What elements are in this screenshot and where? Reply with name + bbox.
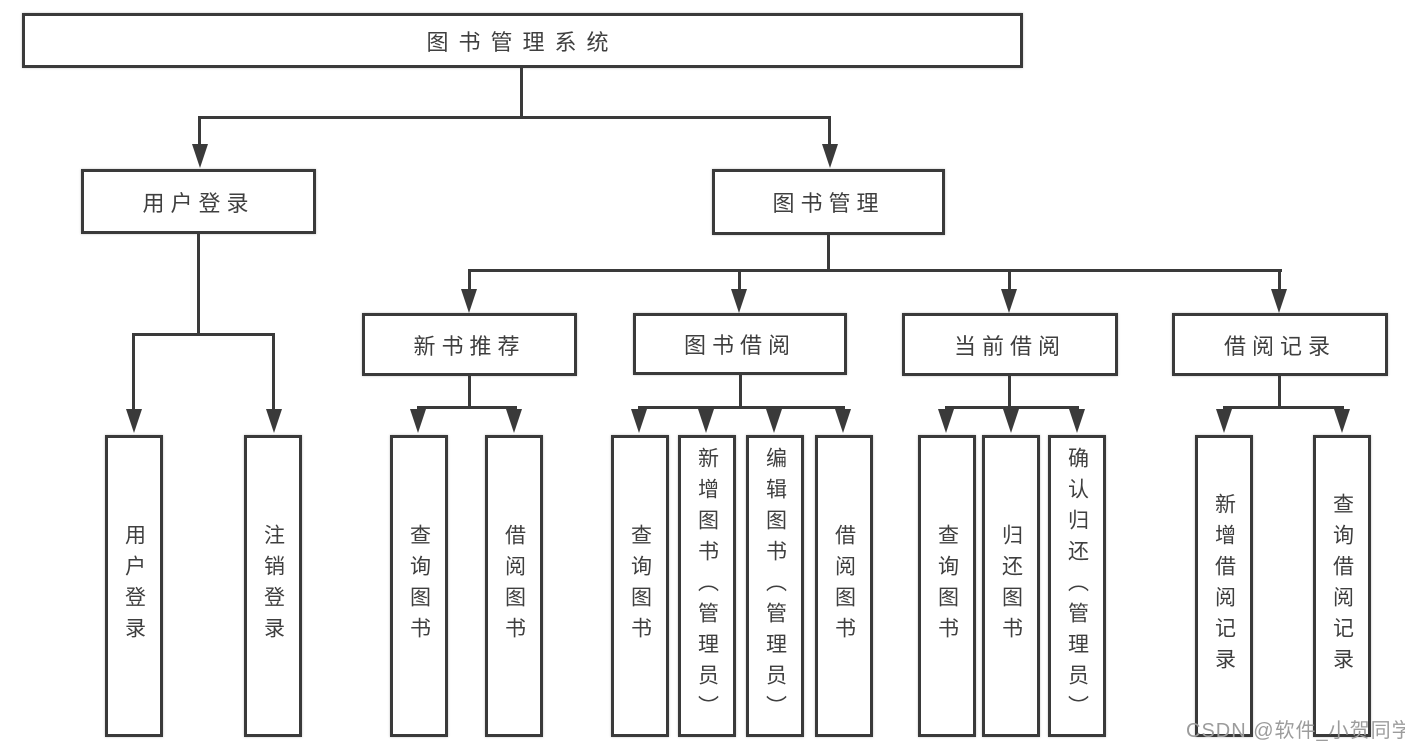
leaf-current-confirm-admin: 确认归还（管理员）: [1048, 435, 1106, 737]
leaf-current-query: 查询图书: [918, 435, 976, 737]
node-book-management-label: 图书管理: [772, 191, 885, 216]
leaf-records-add: 新增借阅记录: [1195, 435, 1253, 737]
arrow-down-icon: [938, 409, 954, 433]
leaf-logout: 注销登录: [244, 435, 302, 737]
node-borrow-records-label: 借阅记录: [1223, 333, 1336, 359]
connector-newbooks-stem: [468, 374, 471, 408]
arrow-down-icon: [1271, 289, 1287, 313]
arrow-down-icon: [266, 409, 282, 433]
node-root-label: 图书管理系统: [426, 29, 619, 55]
leaf-records-query-label: 查询借阅记录: [1330, 493, 1354, 679]
connector-root-drop-right: [828, 116, 831, 146]
connector-bookmgmt-bar: [468, 269, 1282, 272]
connector-userlogin-drop-2: [272, 333, 275, 411]
node-current-borrow: 当前借阅: [902, 313, 1118, 376]
arrow-down-icon: [126, 409, 142, 433]
arrow-down-icon: [1003, 409, 1019, 433]
node-root: 图书管理系统: [22, 13, 1023, 68]
arrow-down-icon: [192, 144, 208, 168]
connector-root-trunk: [520, 66, 523, 119]
connector-currentborrow-bar: [945, 406, 1079, 409]
arrow-down-icon: [631, 409, 647, 433]
leaf-borrow-borrow-label: 借阅图书: [832, 524, 856, 648]
connector-records-bar: [1223, 406, 1344, 409]
connector-bookborrow-bar: [638, 406, 845, 409]
connector-bookmgmt-drop-2: [738, 269, 741, 291]
arrow-down-icon: [506, 409, 522, 433]
connector-root-bar: [198, 116, 831, 119]
leaf-newbooks-borrow-label: 借阅图书: [502, 524, 526, 648]
leaf-borrow-borrow: 借阅图书: [815, 435, 873, 737]
arrow-down-icon: [1334, 409, 1350, 433]
leaf-newbooks-query: 查询图书: [390, 435, 448, 737]
node-current-borrow-label: 当前借阅: [953, 333, 1066, 359]
node-book-borrow-label: 图书借阅: [683, 333, 796, 358]
leaf-records-add-label: 新增借阅记录: [1212, 493, 1236, 679]
connector-userlogin-drop-1: [132, 333, 135, 411]
arrow-down-icon: [698, 409, 714, 433]
connector-root-drop-left: [198, 116, 201, 146]
arrow-down-icon: [461, 289, 477, 313]
arrow-down-icon: [766, 409, 782, 433]
leaf-user-login: 用户登录: [105, 435, 163, 737]
watermark: CSDN @软件_小贺同学: [1186, 720, 1405, 742]
node-borrow-records: 借阅记录: [1172, 313, 1388, 376]
leaf-current-confirm-admin-label: 确认归还（管理员）: [1065, 446, 1089, 726]
leaf-borrow-query: 查询图书: [611, 435, 669, 737]
node-user-login: 用户登录: [81, 169, 316, 234]
leaf-newbooks-borrow: 借阅图书: [485, 435, 543, 737]
leaf-newbooks-query-label: 查询图书: [407, 524, 431, 648]
leaf-borrow-add-admin-label: 新增图书（管理员）: [695, 446, 719, 726]
connector-bookmgmt-drop-4: [1278, 269, 1281, 291]
node-new-books: 新书推荐: [362, 313, 577, 376]
node-user-login-label: 用户登录: [142, 190, 255, 216]
arrow-down-icon: [835, 409, 851, 433]
arrow-down-icon: [1216, 409, 1232, 433]
leaf-borrow-edit-admin: 编辑图书（管理员）: [746, 435, 804, 737]
connector-bookmgmt-drop-3: [1008, 269, 1011, 291]
node-book-borrow: 图书借阅: [633, 313, 847, 375]
connector-bookborrow-stem: [739, 373, 742, 408]
node-book-management: 图书管理: [712, 169, 945, 235]
connector-bookmgmt-drop-1: [468, 269, 471, 291]
connector-bookmgmt-stem: [827, 233, 830, 272]
connector-newbooks-bar: [417, 406, 517, 409]
node-new-books-label: 新书推荐: [413, 333, 526, 359]
leaf-current-query-label: 查询图书: [935, 524, 959, 648]
connector-userlogin-bar: [132, 333, 275, 336]
arrow-down-icon: [822, 144, 838, 168]
leaf-borrow-edit-admin-label: 编辑图书（管理员）: [763, 446, 787, 726]
leaf-borrow-add-admin: 新增图书（管理员）: [678, 435, 736, 737]
arrow-down-icon: [1069, 409, 1085, 433]
connector-records-stem: [1278, 374, 1281, 408]
arrow-down-icon: [1001, 289, 1017, 313]
leaf-current-return: 归还图书: [982, 435, 1040, 737]
arrow-down-icon: [731, 289, 747, 313]
leaf-user-login-label: 用户登录: [122, 524, 146, 648]
leaf-borrow-query-label: 查询图书: [628, 524, 652, 648]
arrow-down-icon: [410, 409, 426, 433]
leaf-records-query: 查询借阅记录: [1313, 435, 1371, 737]
connector-userlogin-stem: [197, 232, 200, 336]
leaf-logout-label: 注销登录: [261, 524, 285, 648]
connector-currentborrow-stem: [1008, 374, 1011, 408]
leaf-current-return-label: 归还图书: [999, 524, 1023, 648]
